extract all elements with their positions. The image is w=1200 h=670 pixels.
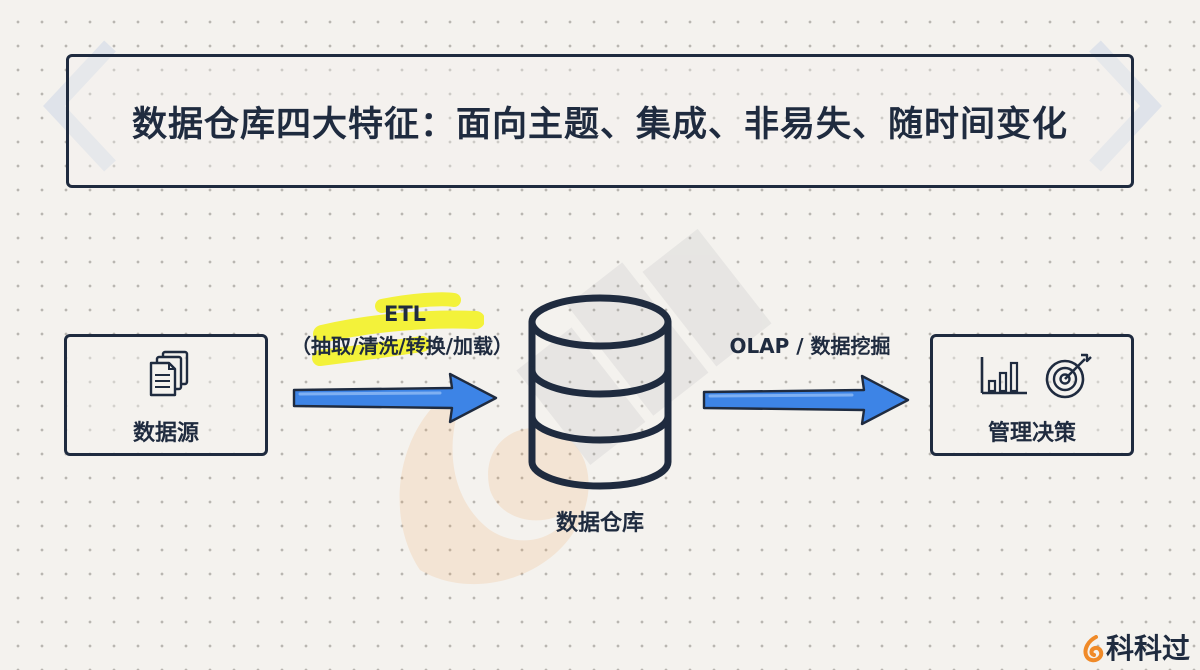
etl-label: ETL	[383, 302, 427, 326]
database-icon	[528, 294, 672, 490]
decorative-bracket-right	[1089, 40, 1162, 172]
node-label-management-decision: 管理决策	[987, 421, 1076, 446]
bar-chart-icon	[980, 357, 1027, 395]
documents-icon	[149, 350, 189, 397]
target-icon	[1045, 353, 1092, 399]
etl-highlight-marker	[312, 292, 484, 366]
node-management-decision: 管理决策	[930, 334, 1134, 456]
olap-label: OLAP / 数据挖掘	[729, 334, 891, 358]
title-box: 数据仓库四大特征：面向主题、集成、非易失、随时间变化	[66, 54, 1134, 188]
node-label-data-warehouse: 数据仓库	[555, 511, 644, 536]
node-label-data-source: 数据源	[132, 421, 199, 446]
page-title: 数据仓库四大特征：面向主题、集成、非易失、随时间变化	[131, 104, 1068, 145]
brand-mark-icon	[1083, 635, 1104, 663]
etl-arrow	[292, 372, 498, 424]
decorative-bracket-left	[43, 40, 116, 172]
brand-logo: 科科过	[1082, 634, 1190, 664]
brand-text: 科科过	[1106, 632, 1191, 665]
etl-detail: （抽取/清洗/转换/加载）	[291, 334, 513, 358]
olap-arrow	[702, 374, 910, 426]
node-data-source: 数据源	[64, 334, 268, 456]
